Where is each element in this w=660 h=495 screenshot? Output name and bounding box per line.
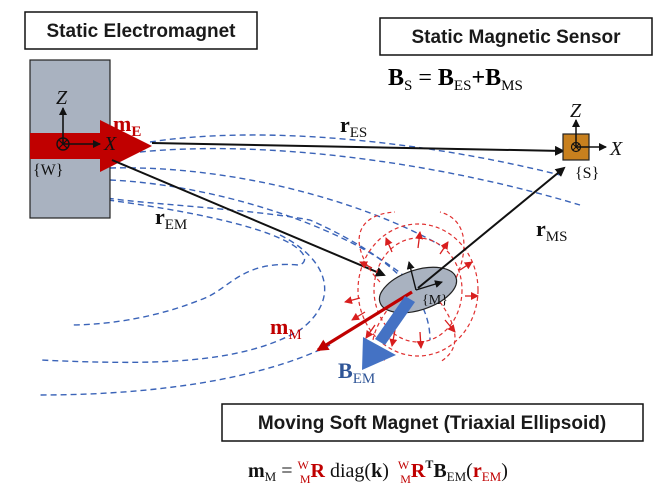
soft-magnet-title: Moving Soft Magnet (Triaxial Ellipsoid) xyxy=(258,413,606,434)
world-frame-label: {W} xyxy=(33,162,63,179)
sensor-x-label: X xyxy=(609,138,623,160)
world-x-label: X xyxy=(103,133,117,155)
magnet-frame-label: {M} xyxy=(422,293,448,308)
r-ms-label: rMS xyxy=(536,216,567,245)
world-z-label: Z xyxy=(56,87,68,109)
sensor-title: Static Magnetic Sensor xyxy=(411,27,621,48)
electromagnet-title-box: Static Electromagnet xyxy=(24,11,258,50)
r-em-label: rEM xyxy=(155,204,187,233)
sensor-frame-label: {S} xyxy=(575,165,599,182)
electromagnet-field-lines xyxy=(39,134,581,396)
soft-magnet-title-box: Moving Soft Magnet (Triaxial Ellipsoid) xyxy=(221,403,644,442)
sensor-equation: BS = BES+BMS xyxy=(388,65,523,94)
soft-magnet-field-arrows xyxy=(344,231,479,349)
b-em-label: BEM xyxy=(338,358,375,387)
m-m-arrow xyxy=(316,290,413,352)
r-ms-arrow xyxy=(417,166,566,289)
sensor-title-box: Static Magnetic Sensor xyxy=(379,17,653,56)
r-es-label: rES xyxy=(340,112,367,141)
magnet-frame: {M} xyxy=(406,261,448,308)
electromagnet-title: Static Electromagnet xyxy=(47,21,237,42)
m-e-arrow xyxy=(30,120,152,172)
sensor-frame: Z X {S} xyxy=(570,100,623,182)
m-e-label: mE xyxy=(113,111,141,140)
world-frame: Z X {W} xyxy=(33,87,117,179)
r-es-arrow xyxy=(151,142,565,156)
sensor-z-label: Z xyxy=(570,100,582,122)
b-em-arrow xyxy=(362,296,415,370)
r-em-arrow xyxy=(111,159,386,277)
m-m-label: mM xyxy=(270,314,302,343)
